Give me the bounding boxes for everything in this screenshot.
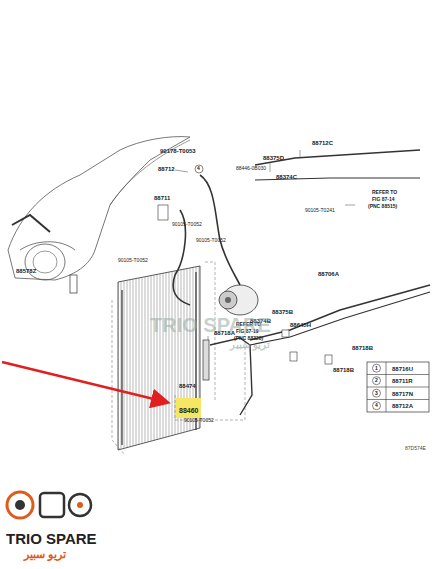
part-number: 88474 (179, 383, 196, 389)
callout-number: 4 (197, 166, 200, 171)
watermark: تريو سبير (230, 340, 270, 350)
part-number: 88711 (154, 195, 170, 201)
part-number: 88718B (352, 345, 373, 351)
table-cell: 1 (375, 366, 378, 371)
part-number: 88712C (312, 140, 333, 146)
part-number: 88375D (263, 155, 284, 161)
part-number: 90105-T0052 (184, 418, 214, 423)
part-number: 90105-T0052 (196, 238, 226, 243)
part-number: 88578Z (16, 268, 36, 274)
drawing-code: 87D574E (405, 446, 426, 451)
table-cell: 4 (375, 403, 378, 408)
table-cell: 88711R (392, 378, 413, 384)
part-number: 88706A (318, 271, 339, 277)
part-number: 90178-T0053 (160, 148, 196, 154)
part-number: 88375B (272, 309, 293, 315)
reference-note: FIG 87-14 (372, 197, 395, 202)
part-number: 88712 (158, 166, 175, 172)
table-cell: 88716U (392, 366, 413, 372)
table-cell: 88717N (392, 391, 413, 397)
watermark: TRIO SPARE (150, 315, 271, 335)
highlight-box: 88460 (176, 398, 201, 418)
part-number: 88374C (276, 174, 297, 180)
table-cell: 2 (375, 378, 378, 383)
part-number: 88460 (179, 407, 198, 414)
part-number: 88645H (290, 322, 311, 328)
brand-name: TRIO SPARE (6, 531, 97, 546)
part-number: 88718B (333, 367, 354, 373)
part-number: 90105-T0241 (305, 208, 335, 213)
part-number: 90105-T0052 (118, 258, 148, 263)
table-cell: 3 (375, 391, 378, 396)
table-cell: 88712A (392, 403, 413, 409)
brand-name: تريو سبير (24, 549, 66, 560)
reference-note: REFER TO (372, 190, 397, 195)
reference-note: (PNC 88515) (368, 204, 397, 209)
part-number: 90105-T0052 (172, 222, 202, 227)
part-number: 88446-0B030 (236, 166, 266, 171)
